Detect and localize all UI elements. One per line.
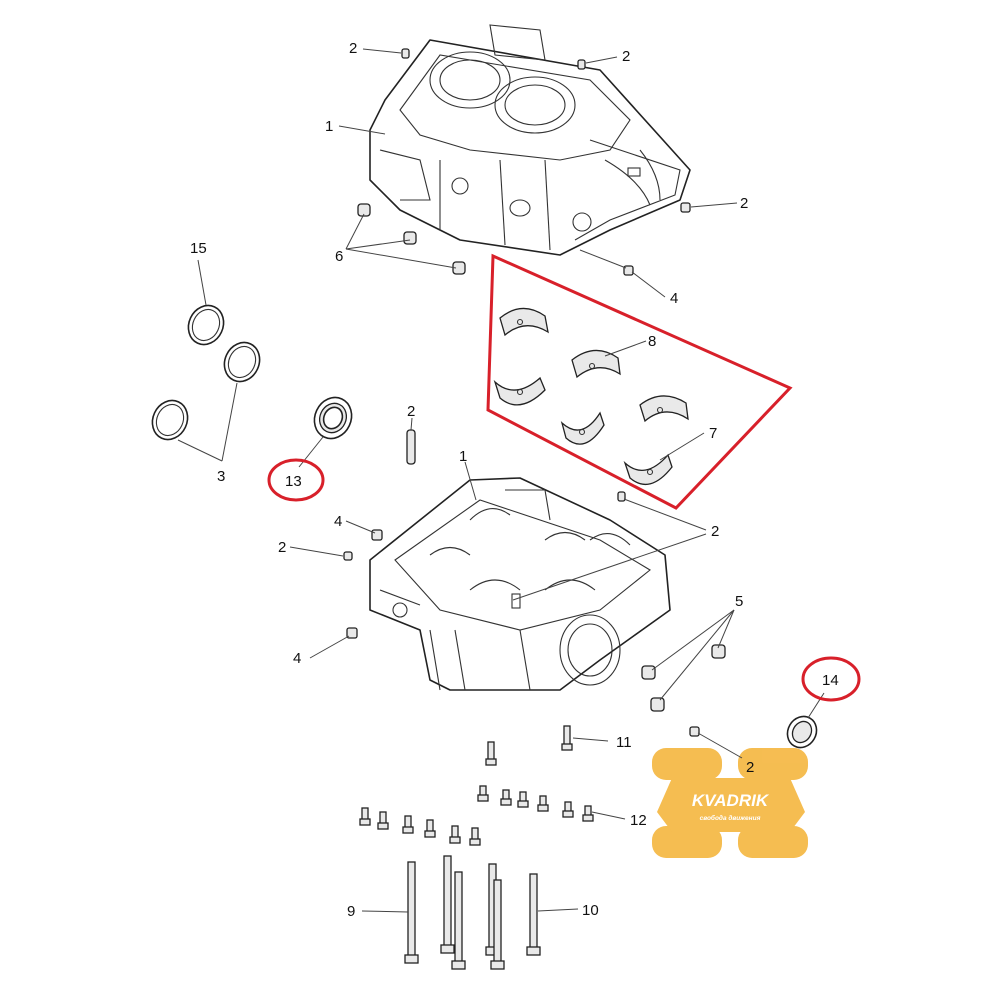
dowel-pin-2c <box>680 202 691 213</box>
callout-2f: 2 <box>711 523 719 540</box>
long-bolt-10-c <box>526 873 541 956</box>
bushing-4a <box>623 265 634 276</box>
callout-8: 8 <box>648 333 656 350</box>
watermark-tagline: свобода движения <box>700 814 761 822</box>
callout-2a: 2 <box>349 40 357 57</box>
callout-4a: 4 <box>670 290 678 307</box>
spacer-5c <box>650 697 665 712</box>
spacer-5a <box>641 665 656 680</box>
bearing-highlight-frame <box>486 253 793 510</box>
callout-6: 6 <box>335 248 343 265</box>
bolt-11 <box>561 725 573 751</box>
upper-crankcase <box>369 24 691 256</box>
bolt-12-b <box>477 785 489 802</box>
callout-7: 7 <box>709 425 717 442</box>
callout-15: 15 <box>190 240 207 257</box>
oil-seal-14 <box>786 715 818 749</box>
highlight-ring-13 <box>267 458 325 502</box>
bolt-12-h <box>359 807 371 826</box>
lower-crankcase <box>369 477 671 691</box>
dowel-pin-2g <box>689 726 700 737</box>
long-bolt-9-b <box>440 855 455 954</box>
callout-10: 10 <box>582 902 599 919</box>
bolt-12-k <box>424 819 436 838</box>
highlight-ring-14 <box>801 656 861 702</box>
callout-2d: 2 <box>407 403 415 420</box>
callout-2g: 2 <box>746 759 754 776</box>
bearing-shell-upper-3 <box>639 395 689 423</box>
dowel-pin-2e <box>343 551 353 561</box>
callout-4b: 4 <box>334 513 342 530</box>
callout-1-top: 1 <box>325 118 333 135</box>
bolt-12-f <box>562 801 574 818</box>
dowel-pin-2d <box>406 429 416 465</box>
callout-3: 3 <box>217 468 225 485</box>
callout-9: 9 <box>347 903 355 920</box>
callout-1-bottom: 1 <box>459 448 467 465</box>
bolt-12-d <box>517 791 529 808</box>
spacer-5b <box>711 644 726 659</box>
bolts-group <box>359 725 594 970</box>
nut-6a <box>357 203 371 217</box>
oil-seal-13 <box>313 396 353 440</box>
o-ring-15 <box>187 304 225 346</box>
dowel-pin-2f <box>617 491 626 502</box>
callout-2c: 2 <box>740 195 748 212</box>
callout-2b: 2 <box>622 48 630 65</box>
bushing-4b <box>371 529 383 541</box>
o-ring-3a <box>223 341 261 383</box>
dowel-pin-2b <box>577 59 586 70</box>
watermark-brand: KVADRIK <box>692 791 770 810</box>
dowel-pin-2a <box>401 48 410 59</box>
bolt-12-c <box>500 789 512 806</box>
bearing-shells-group <box>486 253 793 510</box>
callout-2e: 2 <box>278 539 286 556</box>
long-bolt-9-a <box>404 861 419 964</box>
bolt-12-a <box>485 741 497 766</box>
callout-4c: 4 <box>293 650 301 667</box>
nut-6c <box>452 261 466 275</box>
callout-14: 14 <box>822 672 839 689</box>
leader-lines <box>177 48 825 913</box>
o-ring-3b <box>151 399 189 441</box>
bolt-12-m <box>469 827 481 846</box>
callout-5: 5 <box>735 593 743 610</box>
bearing-shell-lower-2 <box>560 411 605 445</box>
long-bolt-9-c <box>451 871 466 970</box>
bolt-12-l <box>449 825 461 844</box>
bearing-shell-lower-1 <box>493 376 546 406</box>
bolt-12-e <box>537 795 549 812</box>
bearing-shell-lower-3 <box>623 453 673 486</box>
bushing-4c <box>346 627 358 639</box>
bolt-12-j <box>402 815 414 834</box>
callout-13: 13 <box>285 473 302 490</box>
bolt-12-i <box>377 811 389 830</box>
bearing-shell-upper-2 <box>571 349 621 379</box>
bolt-12-g <box>582 805 594 822</box>
kvadrik-watermark-logo: KVADRIK свобода движения <box>652 748 808 858</box>
nut-6b <box>403 231 417 245</box>
callout-12: 12 <box>630 812 647 829</box>
callout-labels: 2 2 1 2 6 4 15 8 3 2 7 13 1 4 2 2 5 4 14… <box>190 40 839 920</box>
long-bolt-10-b <box>490 879 505 970</box>
callout-11: 11 <box>616 734 632 751</box>
bearing-shell-upper-1 <box>499 307 549 337</box>
